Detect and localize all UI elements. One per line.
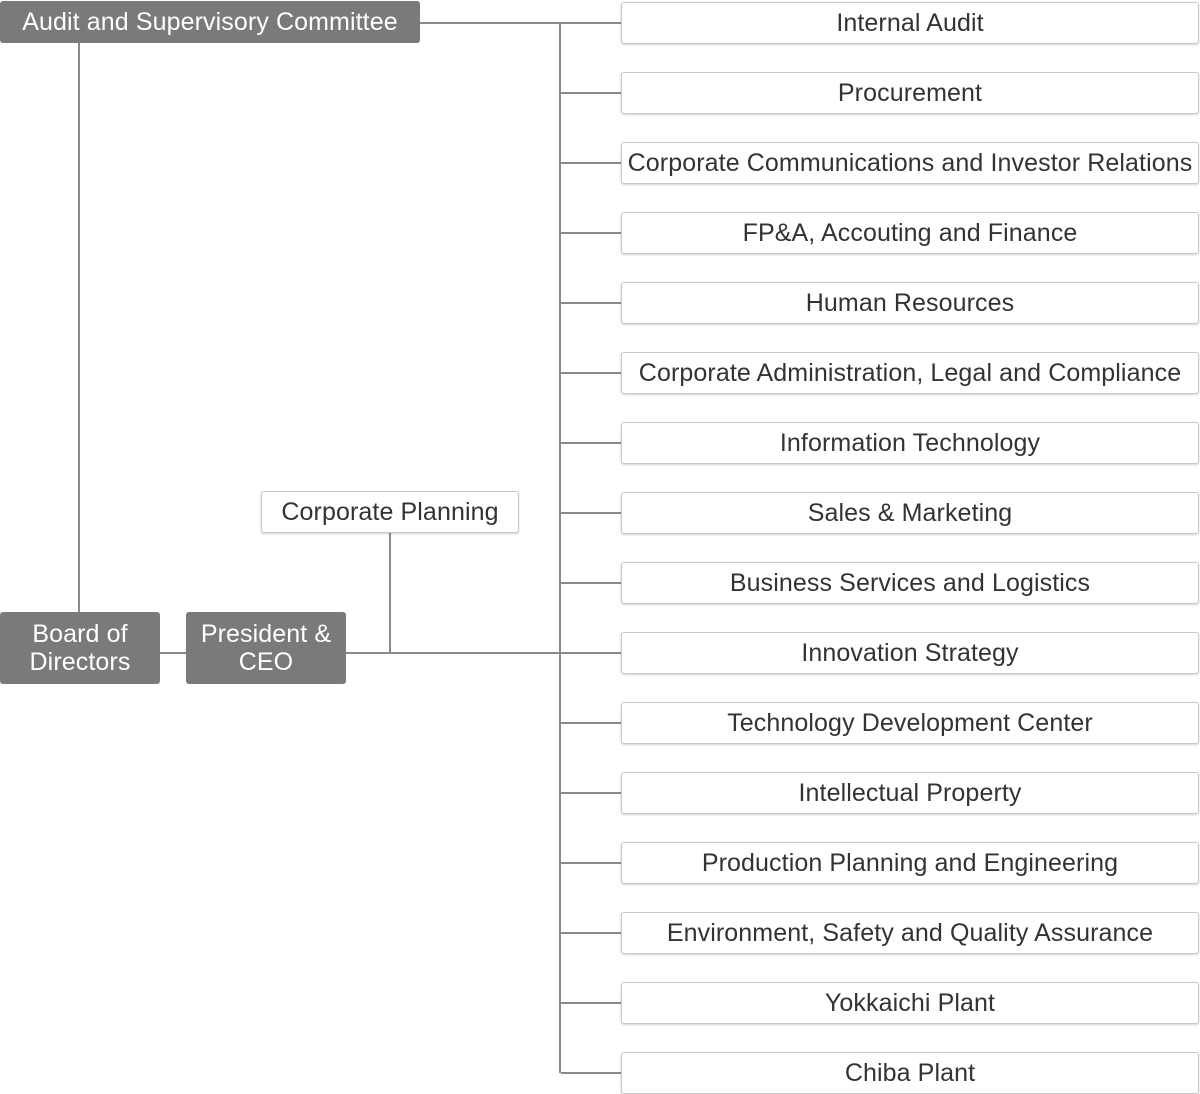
dept-yokkaichi-plant[interactable]: Yokkaichi Plant	[621, 982, 1199, 1024]
dept-label: Intellectual Property	[798, 779, 1022, 807]
branch-line	[561, 932, 621, 934]
branch-line	[561, 1072, 621, 1074]
dept-label: Internal Audit	[836, 9, 984, 37]
connector-trunk	[559, 22, 561, 1073]
dept-environment-safety-quality[interactable]: Environment, Safety and Quality Assuranc…	[621, 912, 1199, 954]
branch-line	[561, 652, 621, 654]
dept-label: Innovation Strategy	[801, 639, 1019, 667]
branch-line	[561, 92, 621, 94]
dept-label: Sales & Marketing	[807, 499, 1013, 527]
branch-line	[561, 372, 621, 374]
branch-line	[561, 162, 621, 164]
dept-business-services-logistics[interactable]: Business Services and Logistics	[621, 562, 1199, 604]
dept-innovation-strategy[interactable]: Innovation Strategy	[621, 632, 1199, 674]
dept-label: Corporate Administration, Legal and Comp…	[638, 359, 1182, 387]
audit-committee-box[interactable]: Audit and Supervisory Committee	[0, 1, 420, 43]
connector-audit-to-trunk	[419, 22, 561, 24]
dept-corporate-communications[interactable]: Corporate Communications and Investor Re…	[621, 142, 1199, 184]
branch-line	[561, 582, 621, 584]
connector-board-to-audit	[78, 43, 80, 613]
dept-corporate-administration[interactable]: Corporate Administration, Legal and Comp…	[621, 352, 1199, 394]
dept-label: Yokkaichi Plant	[824, 989, 996, 1017]
dept-label: Procurement	[837, 79, 983, 107]
president-label-line2: CEO	[238, 648, 294, 676]
dept-procurement[interactable]: Procurement	[621, 72, 1199, 114]
dept-label: FP&A, Accouting and Finance	[742, 219, 1078, 247]
branch-line	[561, 512, 621, 514]
dept-sales-marketing[interactable]: Sales & Marketing	[621, 492, 1199, 534]
dept-technology-development-center[interactable]: Technology Development Center	[621, 702, 1199, 744]
branch-line	[561, 722, 621, 724]
audit-committee-label: Audit and Supervisory Committee	[22, 8, 398, 36]
dept-label: Human Resources	[805, 289, 1015, 317]
branch-line	[561, 22, 621, 24]
dept-information-technology[interactable]: Information Technology	[621, 422, 1199, 464]
dept-label: Production Planning and Engineering	[701, 849, 1119, 877]
branch-line	[561, 862, 621, 864]
dept-human-resources[interactable]: Human Resources	[621, 282, 1199, 324]
dept-label: Environment, Safety and Quality Assuranc…	[666, 919, 1154, 947]
dept-chiba-plant[interactable]: Chiba Plant	[621, 1052, 1199, 1094]
branch-line	[561, 1002, 621, 1004]
corporate-planning-box[interactable]: Corporate Planning	[261, 491, 519, 533]
president-ceo-box[interactable]: President & CEO	[186, 612, 346, 684]
dept-label: Technology Development Center	[727, 709, 1093, 737]
board-label-line2: Directors	[29, 648, 131, 676]
connector-planning	[389, 532, 391, 653]
dept-internal-audit[interactable]: Internal Audit	[621, 2, 1199, 44]
branch-line	[561, 442, 621, 444]
board-of-directors-box[interactable]: Board of Directors	[0, 612, 160, 684]
corporate-planning-label: Corporate Planning	[281, 498, 499, 526]
connector-president-to-trunk	[345, 652, 560, 654]
dept-label: Information Technology	[779, 429, 1041, 457]
dept-fpa-finance[interactable]: FP&A, Accouting and Finance	[621, 212, 1199, 254]
dept-intellectual-property[interactable]: Intellectual Property	[621, 772, 1199, 814]
dept-label: Business Services and Logistics	[729, 569, 1091, 597]
dept-production-planning[interactable]: Production Planning and Engineering	[621, 842, 1199, 884]
president-label-line1: President &	[200, 620, 332, 648]
branch-line	[561, 792, 621, 794]
dept-label: Corporate Communications and Investor Re…	[627, 149, 1193, 177]
board-label-line1: Board of	[32, 620, 128, 648]
connector-board-to-president	[159, 652, 187, 654]
branch-line	[561, 232, 621, 234]
branch-line	[561, 302, 621, 304]
dept-label: Chiba Plant	[844, 1059, 976, 1087]
